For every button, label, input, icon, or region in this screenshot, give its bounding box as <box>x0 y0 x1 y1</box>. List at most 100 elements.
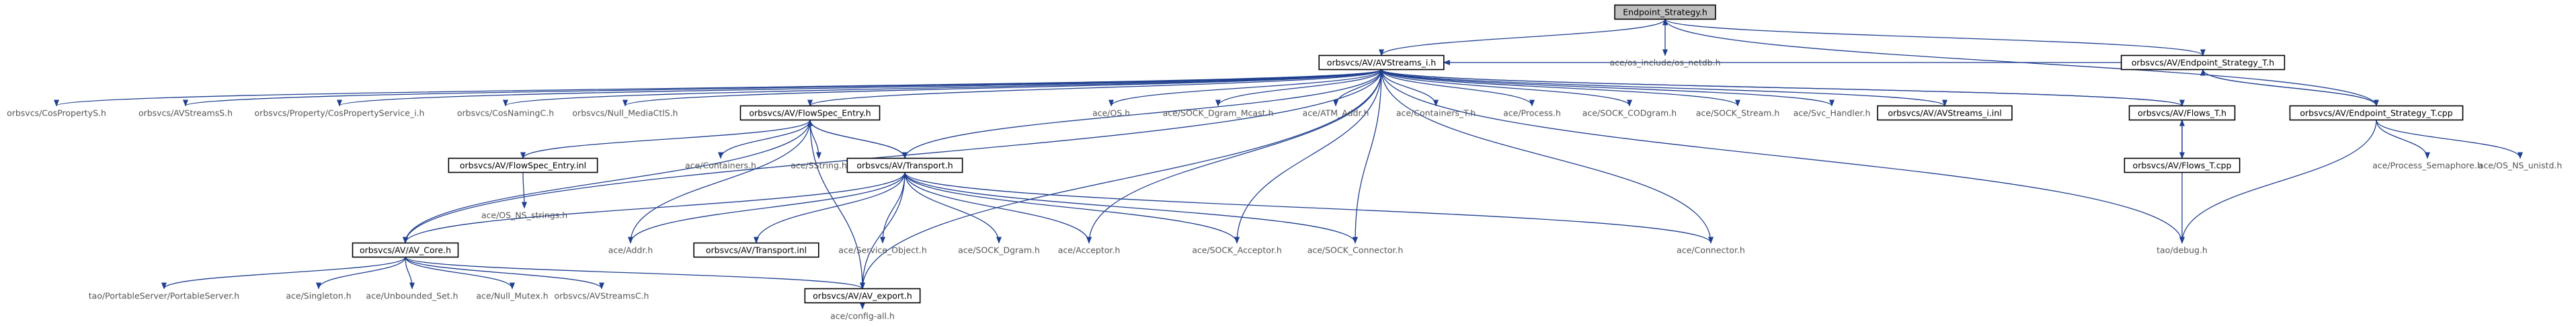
node-label: orbsvcs/AV/Flows_T.h <box>2138 108 2226 118</box>
node-label: orbsvcs/AV/Endpoint_Strategy_T.h <box>2132 58 2274 68</box>
edge-av_core-to-null_mutex <box>405 257 515 290</box>
node-service-object[interactable]: ace/Service_Object.h <box>838 245 927 255</box>
edge-avstreams_i-to-sock_dgram_mcast <box>1215 69 1382 107</box>
edge-av_core-to-unbounded_set <box>405 257 415 290</box>
node-label: ace/SOCK_Connector.h <box>1307 245 1404 255</box>
node-root[interactable]: Endpoint_Strategy.h <box>1614 4 1716 20</box>
node-label: orbsvcs/Null_MediaCtlS.h <box>572 108 678 118</box>
edge-flows_t_h-to-avstreams_i <box>1379 69 2183 107</box>
node-sock-connector[interactable]: ace/SOCK_Connector.h <box>1307 245 1404 255</box>
edge-transport_h-to-sock_connector <box>904 172 1358 244</box>
node-label: ace/Acceptor.h <box>1058 245 1121 255</box>
node-box <box>1318 54 1445 71</box>
node-singleton[interactable]: ace/Singleton.h <box>286 291 351 301</box>
node-label: ace/Service_Object.h <box>838 245 927 255</box>
node-label: ace/Process_Semaphore.h <box>2372 161 2483 171</box>
edge-transport_h-to-sock_acceptor <box>904 172 1240 244</box>
node-av-export[interactable]: orbsvcs/AV/AV_export.h <box>804 288 921 304</box>
node-box <box>352 242 459 258</box>
node-config-all[interactable]: ace/config-all.h <box>830 311 895 321</box>
node-av-core[interactable]: orbsvcs/AV/AV_Core.h <box>352 242 459 258</box>
node-sock-acceptor[interactable]: ace/SOCK_Acceptor.h <box>1192 245 1282 255</box>
node-avstreamsc[interactable]: orbsvcs/AVStreamsC.h <box>555 291 649 301</box>
edge-transport_h-to-acceptor <box>904 172 1092 244</box>
nodes: Endpoint_Strategy.h orbsvcs/AV/AVStreams_… <box>7 4 2563 321</box>
node-label: orbsvcs/AV/Transport.h <box>856 161 953 171</box>
edge-avstreams_i-to-avstreams_i_inl <box>1381 69 1947 107</box>
node-flows-t-cpp[interactable]: orbsvcs/AV/Flows_T.cpp <box>2124 157 2241 173</box>
node-connector[interactable]: ace/Connector.h <box>1677 245 1745 255</box>
node-cospropertyservice-i[interactable]: orbsvcs/Property/CosPropertyService_i.h <box>255 108 425 118</box>
node-null-mediactls[interactable]: orbsvcs/Null_MediaCtlS.h <box>572 108 678 118</box>
node-sstring[interactable]: ace/SString.h <box>791 161 847 171</box>
edge-transport_h-to-flowspec_entry_h <box>807 119 905 159</box>
node-os-h[interactable]: ace/OS.h <box>1092 108 1130 118</box>
edge-av_core-to-singleton <box>316 257 406 290</box>
node-null-mutex[interactable]: ace/Null_Mutex.h <box>476 291 548 301</box>
node-process-semaphore[interactable]: ace/Process_Semaphore.h <box>2372 161 2483 171</box>
edge-transport_h-to-connector <box>904 172 1714 244</box>
node-label: tao/debug.h <box>2157 245 2208 255</box>
node-cospropertys[interactable]: orbsvcs/CosPropertyS.h <box>7 108 106 118</box>
node-label: ace/SOCK_Dgram_Mcast.h <box>1163 108 1274 118</box>
node-os-ns-unistd[interactable]: ace/OS_NS_unistd.h <box>2479 161 2563 171</box>
edge-avstreams_i-to-avstreamss <box>183 69 1382 107</box>
node-label: orbsvcs/AV/Endpoint_Strategy_T.cpp <box>2300 108 2452 118</box>
edge-avstreams_i-to-tao_debug <box>1381 69 2185 244</box>
node-box <box>2128 105 2236 121</box>
node-transport-h[interactable]: orbsvcs/AV/Transport.h <box>846 157 963 173</box>
edge-root-to-avstreams_i <box>1379 19 1666 56</box>
edge-av_core-to-portableserver <box>161 257 406 290</box>
node-flows-t-h[interactable]: orbsvcs/AV/Flows_T.h <box>2128 105 2236 121</box>
node-sock-dgram-mcast[interactable]: ace/SOCK_Dgram_Mcast.h <box>1163 108 1274 118</box>
node-os-ns-strings[interactable]: ace/OS_NS_strings.h <box>481 210 567 220</box>
edge-avstreams_i-to-cospropertyservice_i <box>337 69 1382 107</box>
node-os-netdb[interactable]: ace/os_include/os_netdb.h <box>1609 58 1720 68</box>
node-label: ace/config-all.h <box>830 311 895 321</box>
edge-transport_h-to-transport_inl <box>754 172 905 244</box>
node-avstreamss[interactable]: orbsvcs/AVStreamsS.h <box>138 108 233 118</box>
node-acceptor[interactable]: ace/Acceptor.h <box>1058 245 1121 255</box>
node-addr[interactable]: ace/Addr.h <box>608 245 653 255</box>
edge-flowspec_entry_h-to-addr <box>628 120 811 244</box>
node-unbounded-set[interactable]: ace/Unbounded_Set.h <box>366 291 458 301</box>
edge-avstreams_i-to-connector <box>1381 69 1714 244</box>
node-svc-handler[interactable]: ace/Svc_Handler.h <box>1794 108 1871 118</box>
node-containers-t[interactable]: ace/Containers_T.h <box>1396 108 1476 118</box>
node-avstreams-i-inl[interactable]: orbsvcs/AV/AVStreams_i.inl <box>1877 105 2013 121</box>
edge-avstreams_i-to-flowspec_entry_h <box>807 69 1382 107</box>
node-label: orbsvcs/AV/AVStreams_i.h <box>1327 58 1436 68</box>
node-tao-debug[interactable]: tao/debug.h <box>2157 245 2208 255</box>
node-cosnamingc[interactable]: orbsvcs/CosNamingC.h <box>457 108 554 118</box>
node-transport-inl[interactable]: orbsvcs/AV/Transport.inl <box>693 242 819 258</box>
node-endpoint-strategy-t-h[interactable]: orbsvcs/AV/Endpoint_Strategy_T.h <box>2120 54 2286 71</box>
node-containers-h[interactable]: ace/Containers.h <box>685 161 756 171</box>
node-label: Endpoint_Strategy.h <box>1623 7 1707 17</box>
edge-avstreams_i-to-av_core <box>403 69 1382 244</box>
node-sock-dgram[interactable]: ace/SOCK_Dgram.h <box>958 245 1040 255</box>
node-label: orbsvcs/AV/AV_export.h <box>813 291 912 301</box>
node-box <box>1877 105 2013 121</box>
node-label: ace/Null_Mutex.h <box>476 291 548 301</box>
node-label: ace/os_include/os_netdb.h <box>1609 58 1720 68</box>
node-flowspec-entry-inl[interactable]: orbsvcs/AV/FlowSpec_Entry.inl <box>448 157 598 173</box>
node-endpoint-strategy-t-cpp[interactable]: orbsvcs/AV/Endpoint_Strategy_T.cpp <box>2289 105 2464 121</box>
node-box <box>1614 4 1716 20</box>
node-sock-stream[interactable]: ace/SOCK_Stream.h <box>1696 108 1780 118</box>
node-label: orbsvcs/CosNamingC.h <box>457 108 554 118</box>
node-label: ace/ATM_Addr.h <box>1303 108 1369 118</box>
node-label: ace/OS_NS_unistd.h <box>2479 161 2563 171</box>
node-portableserver[interactable]: tao/PortableServer/PortableServer.h <box>89 291 239 301</box>
node-flowspec-entry-h[interactable]: orbsvcs/AV/FlowSpec_Entry.h <box>739 105 881 121</box>
edge-avstreams_i-to-av_export <box>860 69 1382 290</box>
node-atm-addr[interactable]: ace/ATM_Addr.h <box>1303 108 1369 118</box>
edge-avstreams_i-to-sock_codgram <box>1381 69 1632 107</box>
node-label: orbsvcs/AV/AVStreams_i.inl <box>1888 108 2001 118</box>
node-sock-codgram[interactable]: ace/SOCK_CODgram.h <box>1582 108 1677 118</box>
edge-avstreams_i-to-svc_handler <box>1381 69 1835 107</box>
node-avstreams-i[interactable]: orbsvcs/AV/AVStreams_i.h <box>1318 54 1445 71</box>
node-label: orbsvcs/AV/Flows_T.cpp <box>2133 161 2232 171</box>
node-process[interactable]: ace/Process.h <box>1503 108 1561 118</box>
node-label: ace/SOCK_Acceptor.h <box>1192 245 1282 255</box>
